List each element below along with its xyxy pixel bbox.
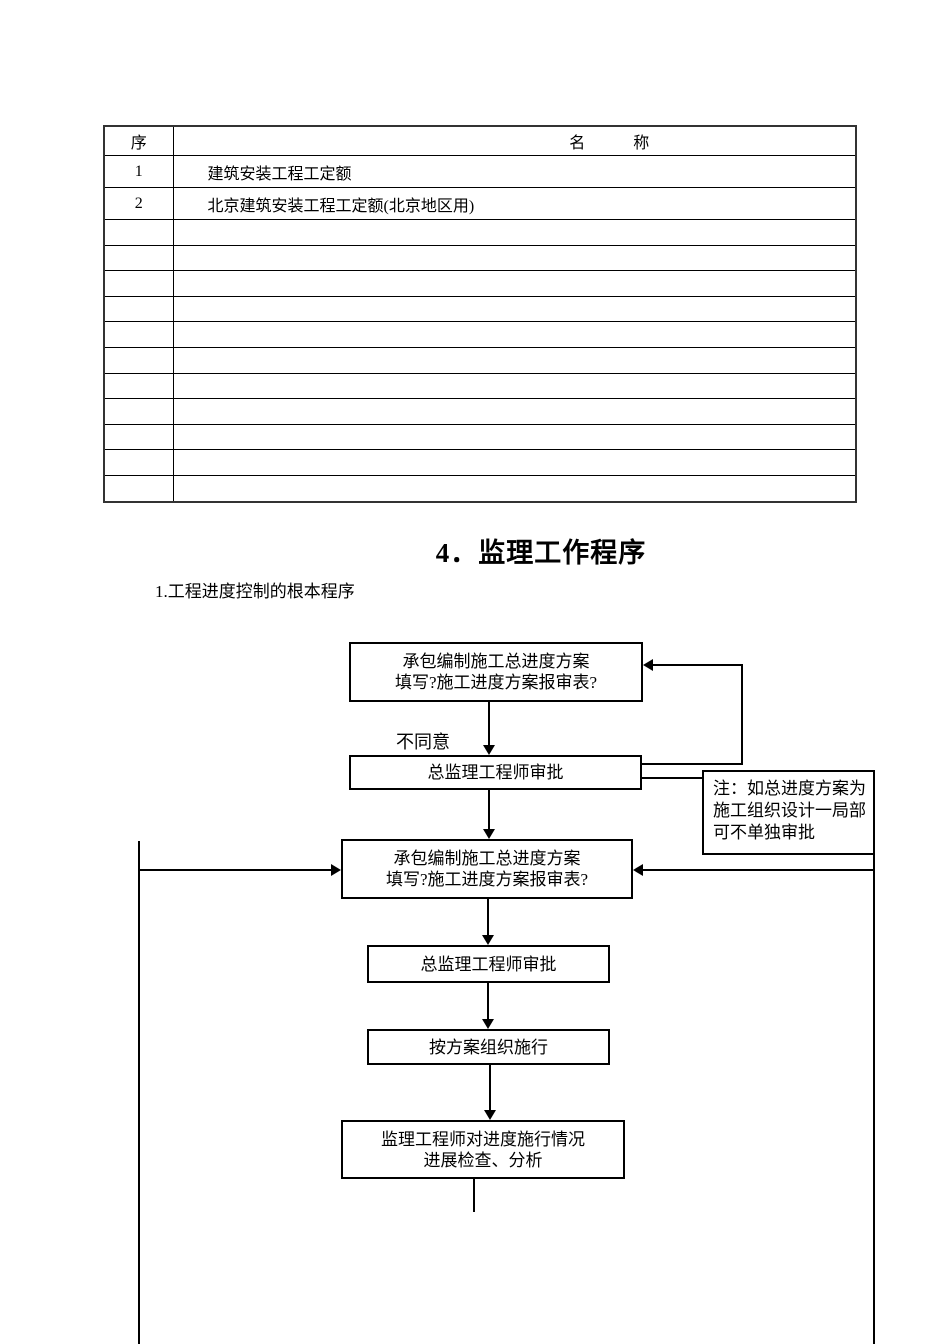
flow-box-text: 总监理工程师审批 (420, 954, 557, 974)
cell-empty (103, 244, 174, 272)
cell-empty (172, 219, 857, 246)
left-loop-line (138, 841, 140, 1344)
table-empty-row (103, 346, 857, 374)
cell-empty (103, 270, 174, 297)
arrowhead-down-icon (483, 745, 495, 755)
flow-box-text: 监理工程师对进度施行情况 (381, 1129, 585, 1149)
flow-line-box1-box2 (488, 702, 490, 747)
cell-empty (172, 372, 857, 400)
feedback-line-vertical (741, 664, 743, 765)
table-empty-row (103, 270, 857, 297)
right-arrow-line (643, 869, 875, 871)
cell-empty (103, 219, 174, 246)
table-row: 1 建筑安装工程工定额 (103, 155, 857, 188)
cell-empty (172, 244, 857, 272)
flow-box-implement-plan: 按方案组织施行 (367, 1029, 610, 1065)
cell-empty (172, 346, 857, 374)
cell-empty (172, 295, 857, 323)
table-empty-row (103, 372, 857, 400)
table-empty-row (103, 321, 857, 348)
note-text: 可不单独审批 (713, 823, 815, 842)
table-empty-row (103, 423, 857, 451)
cell-empty (103, 423, 174, 451)
flow-box-text: 承包编制施工总进度方案 (402, 652, 590, 671)
section-title: 4．监理工作程序 (435, 538, 647, 568)
table-empty-row (103, 449, 857, 476)
cell-empty (172, 449, 857, 476)
cell-serial: 1 (103, 155, 174, 188)
cell-serial: 2 (103, 187, 174, 220)
cell-empty (103, 295, 174, 323)
flow-box-text: 总监理工程师审批 (427, 763, 564, 782)
header-cell-name: 名 称 (172, 125, 857, 156)
flow-box-chief-engineer-approve-2: 总监理工程师审批 (367, 945, 610, 983)
flow-line-box6-tail (473, 1179, 475, 1212)
note-text: 施工组织设计一局部 (713, 801, 866, 820)
feedback-line-bottom (642, 763, 743, 765)
cell-empty (103, 372, 174, 400)
flow-line-box5-box6 (489, 1065, 491, 1111)
table-empty-row (103, 219, 857, 246)
right-loop-line (873, 855, 875, 1344)
table-empty-row (103, 244, 857, 272)
flow-box-progress-inspection: 监理工程师对进度施行情况 进展检查、分析 (341, 1120, 625, 1179)
cell-empty (172, 270, 857, 297)
flow-box-text: 承包编制施工总进度方案 (393, 849, 581, 868)
table-empty-row (103, 474, 857, 503)
cell-empty (103, 449, 174, 476)
flow-box-prepare-plan-2: 承包编制施工总进度方案 填写?施工进度方案报审表? (341, 839, 633, 899)
flow-box-text: 填写?施工进度方案报审表? (385, 870, 589, 889)
arrowhead-down-icon (484, 1110, 496, 1120)
cell-empty (172, 423, 857, 451)
cell-empty (172, 321, 857, 348)
arrowhead-down-icon (483, 829, 495, 839)
flow-line-box4-box5 (487, 983, 489, 1021)
flow-box-chief-engineer-approve-1: 总监理工程师审批 (349, 755, 642, 790)
reference-table: 序 名 称 1 建筑安装工程工定额 2 北京建筑安装工程工定额(北京地区用) (103, 125, 857, 503)
note-connector-line (642, 777, 702, 779)
arrowhead-left-icon (633, 864, 643, 876)
flow-box-text: 按方案组织施行 (429, 1037, 548, 1057)
header-cell-no: 序 (103, 125, 174, 156)
cell-empty (103, 321, 174, 348)
arrowhead-down-icon (482, 935, 494, 945)
table-header-row: 序 名 称 (103, 125, 857, 156)
disagree-label: 不同意 (396, 732, 450, 752)
cell-empty (103, 398, 174, 425)
feedback-line-top (652, 664, 743, 666)
table-empty-row (103, 295, 857, 323)
flow-line-box3-box4 (487, 899, 489, 936)
flow-box-text: 进展检查、分析 (423, 1150, 543, 1170)
arrowhead-right-icon (331, 864, 341, 876)
note-text: 注：如总进度方案为 (713, 779, 866, 798)
cell-name: 北京建筑安装工程工定额(北京地区用) (172, 187, 857, 220)
arrowhead-left-icon (643, 659, 653, 671)
table-empty-row (103, 398, 857, 425)
flow-note-box: 注：如总进度方案为 施工组织设计一局部 可不单独审批 (702, 770, 875, 855)
cell-empty (172, 398, 857, 425)
flow-line-box2-box3 (488, 790, 490, 830)
cell-empty (103, 346, 174, 374)
section-subtitle: 1.工程进度控制的根本程序 (155, 582, 355, 601)
flow-box-text: 填写?施工进度方案报审表? (394, 673, 598, 692)
arrowhead-down-icon (482, 1019, 494, 1029)
left-arrow-line (140, 869, 332, 871)
cell-empty (172, 474, 857, 503)
table-row: 2 北京建筑安装工程工定额(北京地区用) (103, 187, 857, 220)
cell-name: 建筑安装工程工定额 (172, 155, 857, 188)
flow-box-prepare-plan-1: 承包编制施工总进度方案 填写?施工进度方案报审表? (349, 642, 643, 702)
cell-empty (103, 474, 174, 503)
